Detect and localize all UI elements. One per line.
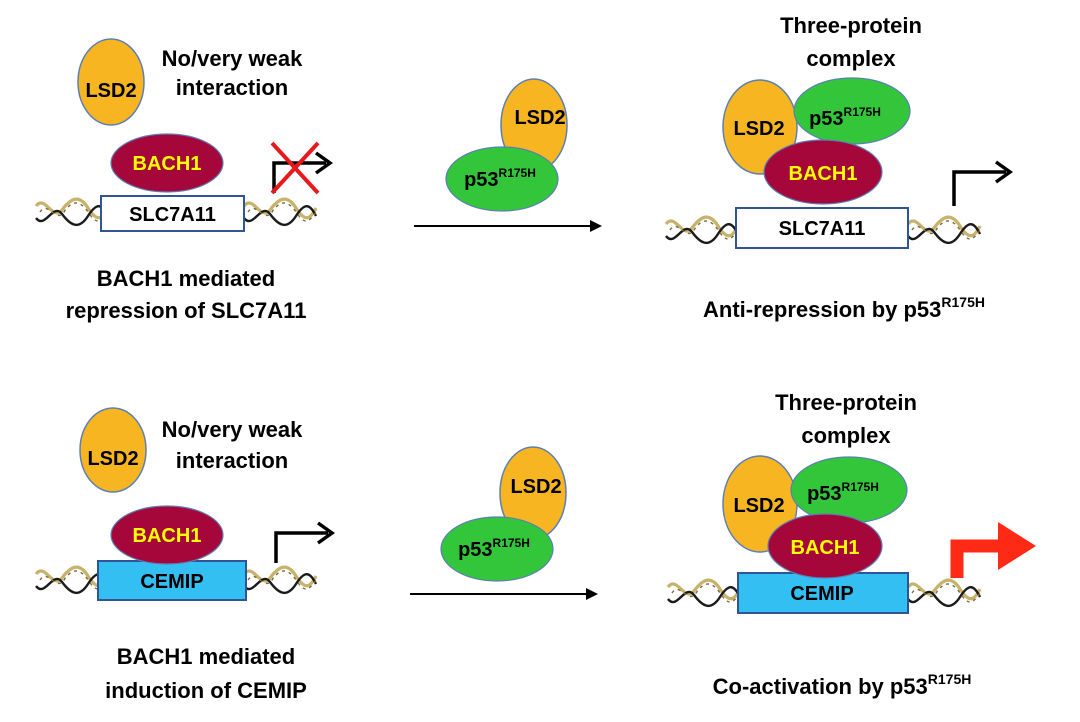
lsd2-label: LSD2 <box>733 118 784 140</box>
gene-box-slc7a11 <box>735 207 909 249</box>
complex-title-line2: complex <box>806 46 896 71</box>
bach1-protein <box>763 139 883 205</box>
transcription-arrow <box>272 161 326 193</box>
caption-line1: BACH1 mediated <box>97 266 275 291</box>
transcription-arrow-head <box>314 151 334 175</box>
bach1-protein <box>767 513 883 579</box>
p53-protein <box>440 516 554 582</box>
bottom-middle-panel: LSD2 p53R175H <box>410 446 598 600</box>
transcription-arrow-head <box>316 521 336 545</box>
caption: Co-activation by p53R175H <box>713 671 972 699</box>
caption: Anti-repression by p53R175H <box>703 294 985 322</box>
activation-arrow <box>950 539 1000 578</box>
gene-box-cemip <box>737 572 909 614</box>
dna-strand <box>906 215 982 245</box>
repressed-x-mark <box>270 141 320 195</box>
lsd2-label: LSD2 <box>514 107 565 129</box>
bottom-left-panel: CEMIP LSD2 No/very weak interaction BACH… <box>34 407 336 703</box>
bottom-right-panel: Three-protein complex CEMIP LSD2 p53R175… <box>666 390 1036 699</box>
bach1-label: BACH1 <box>133 153 202 175</box>
top-middle-panel: LSD2 p53R175H <box>414 78 602 232</box>
activation-arrow-head <box>998 522 1036 570</box>
top-right-panel: Three-protein complex SLC7A11 LSD2 p53R1… <box>664 13 1014 322</box>
dna-strand <box>664 215 740 245</box>
p53-label: p53R175H <box>458 536 530 561</box>
transcription-arrow-head <box>994 160 1014 184</box>
bach1-protein <box>110 133 224 193</box>
complex-title-line1: Three-protein <box>775 390 917 415</box>
top-left-panel: SLC7A11 LSD2 No/very weak interaction BA… <box>34 38 334 323</box>
complex-title-line1: Three-protein <box>780 13 922 38</box>
bach1-label: BACH1 <box>791 537 860 559</box>
dna-strand <box>242 565 318 595</box>
p53-label: p53R175H <box>807 480 879 505</box>
lsd2-label: LSD2 <box>85 80 136 102</box>
lsd2-protein <box>77 38 145 126</box>
transition-arrow-head <box>586 588 598 600</box>
p53-label: p53R175H <box>464 166 536 191</box>
bach1-label: BACH1 <box>133 525 202 547</box>
dna-strand <box>666 578 742 608</box>
dna-strand <box>906 578 982 608</box>
bach1-protein <box>110 505 224 565</box>
gene-label: SLC7A11 <box>779 218 866 240</box>
weak-interaction-line2: interaction <box>176 448 288 473</box>
gene-label: SLC7A11 <box>129 204 216 226</box>
lsd2-protein <box>79 407 147 493</box>
caption-line2: repression of SLC7A11 <box>66 298 307 323</box>
dna-strand <box>34 197 110 227</box>
lsd2-label: LSD2 <box>87 448 138 470</box>
transition-arrow-head <box>590 220 602 232</box>
caption-line1: BACH1 mediated <box>117 644 295 669</box>
gene-box-slc7a11 <box>100 195 245 232</box>
gene-label: CEMIP <box>140 571 203 593</box>
caption-line2: induction of CEMIP <box>105 678 307 703</box>
transcription-arrow <box>274 531 328 563</box>
weak-interaction-line1: No/very weak <box>162 417 303 442</box>
lsd2-label: LSD2 <box>510 476 561 498</box>
gene-label: CEMIP <box>790 583 853 605</box>
dna-strand <box>242 197 318 227</box>
complex-title-line2: complex <box>801 423 891 448</box>
weak-interaction-line2: interaction <box>176 75 288 100</box>
lsd2-label: LSD2 <box>733 495 784 517</box>
p53-label: p53R175H <box>809 105 881 130</box>
weak-interaction-line1: No/very weak <box>162 46 303 71</box>
bach1-label: BACH1 <box>789 163 858 185</box>
transcription-arrow <box>952 170 1006 206</box>
p53-protein <box>445 146 559 212</box>
